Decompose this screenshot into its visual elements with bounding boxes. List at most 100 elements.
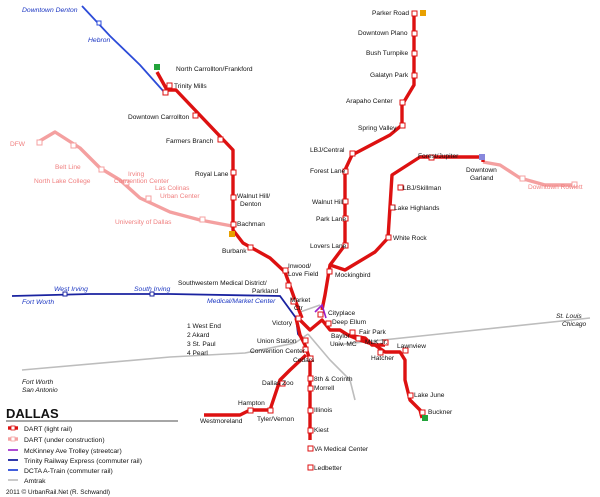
- label-forest-lane: Forest Lane: [310, 168, 346, 175]
- label-market-2: Ctr: [294, 305, 304, 312]
- station-marker: [307, 427, 314, 434]
- key-item: 1 West End: [187, 323, 221, 330]
- legend-label: McKinney Ave Trolley (streetcar): [24, 448, 122, 455]
- legend-label: Amtrak: [24, 478, 46, 485]
- label-walnut-hill-denton-1: Walnut Hill/: [237, 193, 270, 200]
- label-baylor-1: Baylor: [331, 333, 350, 340]
- label-bachman: Bachman: [237, 221, 265, 228]
- label-fort-worth-amtrak: Fort Worth: [22, 379, 53, 386]
- station-marker: [349, 150, 356, 157]
- label-belt-line: Belt Line: [55, 164, 81, 171]
- station-marker: [307, 445, 314, 452]
- station-marker: [230, 221, 237, 228]
- station-marker: [247, 244, 254, 251]
- station-marker: [399, 122, 406, 129]
- label-tyler-vernon: Tyler/Vernon: [257, 416, 294, 423]
- uc-stations: [36, 139, 578, 223]
- station-marker: [307, 375, 314, 382]
- label-lbj-skillman: LBJ/Skillman: [403, 185, 441, 192]
- station-marker: [342, 242, 349, 249]
- station-marker: [192, 112, 199, 119]
- label-bush-turnpike: Bush Turnpike: [366, 50, 408, 57]
- label-market-1: Market: [290, 297, 310, 304]
- label-buckner: Buckner: [428, 409, 453, 416]
- label-forest-jupiter: Forest/Jupiter: [418, 153, 459, 160]
- label-morrell: Morrell: [314, 385, 335, 392]
- station-marker: [382, 339, 389, 346]
- station-marker: [355, 335, 362, 342]
- label-convention-center: Convention Center: [250, 348, 306, 355]
- station-marker: [199, 216, 206, 223]
- downtown-station-key: 1 West End 2 Akard 3 St. Paul 4 Pearl: [187, 323, 221, 357]
- station-marker: [411, 50, 418, 57]
- label-burbank: Burbank: [222, 248, 247, 255]
- terminus-marker: [479, 154, 485, 160]
- label-white-rock: White Rock: [393, 235, 427, 242]
- label-st-louis: St. Louis: [556, 313, 582, 320]
- map-title: DALLAS: [6, 406, 59, 421]
- station-marker: [307, 407, 314, 414]
- station-marker: [230, 194, 237, 201]
- label-va-medical: VA Medical Center: [314, 446, 369, 453]
- label-southwestern-1: Southwestern Medical District/: [178, 280, 267, 287]
- label-hampton: Hampton: [238, 400, 265, 407]
- label-downtown-garland-2: Garland: [470, 175, 494, 182]
- label-lake-june: Lake June: [414, 392, 445, 399]
- legend-item: McKinney Ave Trolley (streetcar): [8, 448, 122, 455]
- dart-under-construction: [36, 130, 578, 228]
- label-lake-highlands: Lake Highlands: [394, 205, 440, 212]
- tre-line: [11, 291, 306, 344]
- amtrak-line-east: [307, 333, 356, 401]
- legend-item: DART (light rail): [8, 425, 72, 433]
- key-item: 2 Akard: [187, 332, 210, 339]
- legend-item: DCTA A-Train (commuter rail): [8, 468, 113, 475]
- legend-label: DART (light rail): [24, 426, 72, 433]
- label-union-station: Union Station: [257, 338, 297, 345]
- label-westmoreland: Westmoreland: [200, 418, 243, 425]
- label-walnut-hill-denton-2: Denton: [240, 201, 262, 208]
- label-downtown-plano: Downtown Plano: [358, 30, 408, 37]
- station-marker: [145, 195, 152, 202]
- label-lovers-lane: Lovers Lane: [310, 243, 347, 250]
- label-downtown-garland-1: Downtown: [466, 167, 497, 174]
- label-farmers-branch: Farmers Branch: [166, 138, 214, 145]
- label-parker-road: Parker Road: [372, 10, 409, 17]
- label-lbj-central: LBJ/Central: [310, 147, 345, 154]
- label-trinity-mills: Trinity Mills: [174, 83, 207, 90]
- label-chicago: Chicago: [562, 321, 587, 328]
- label-irving-1: Irving: [128, 171, 144, 178]
- station-marker: [302, 346, 309, 353]
- legend-label: DART (under construction): [24, 437, 105, 444]
- station-marker: [325, 320, 332, 327]
- label-north-carrollton: North Carrollton/Frankford: [176, 66, 253, 73]
- legend-item: Amtrak: [8, 478, 46, 485]
- label-cedars: Cedars: [293, 357, 315, 364]
- key-item: 3 St. Paul: [187, 341, 216, 348]
- station-marker: [123, 179, 130, 186]
- terminus-marker: [420, 10, 426, 16]
- station-marker: [397, 184, 404, 191]
- label-fort-worth: Fort Worth: [22, 299, 54, 306]
- station-marker: [571, 181, 578, 188]
- station-marker: [342, 168, 349, 175]
- label-arapaho-center: Arapaho Center: [346, 98, 393, 105]
- station-marker: [230, 169, 237, 176]
- legend-item: Trinity Railway Express (commuter rail): [8, 458, 142, 465]
- station-marker: [279, 380, 286, 387]
- station-marker: [98, 166, 105, 173]
- label-south-irving: South Irving: [134, 286, 170, 293]
- label-galatyn-park: Galatyn Park: [370, 72, 409, 79]
- label-university-dallas: University of Dallas: [115, 219, 172, 226]
- station-marker: [411, 10, 418, 17]
- label-walnut-hill: Walnut Hill: [312, 199, 344, 206]
- station-marker: [166, 82, 173, 89]
- station-marker: [285, 282, 292, 289]
- station-marker: [389, 204, 396, 211]
- label-baylor-2: Univ. MC: [330, 341, 357, 348]
- label-cityplace: Cityplace: [328, 310, 355, 317]
- station-marker: [290, 298, 297, 305]
- legend: DART (light rail) DART (under constructi…: [8, 425, 142, 485]
- blue-line-uc: [482, 160, 575, 187]
- station-marker: [411, 72, 418, 79]
- label-downtown-denton: Downtown Denton: [22, 7, 78, 14]
